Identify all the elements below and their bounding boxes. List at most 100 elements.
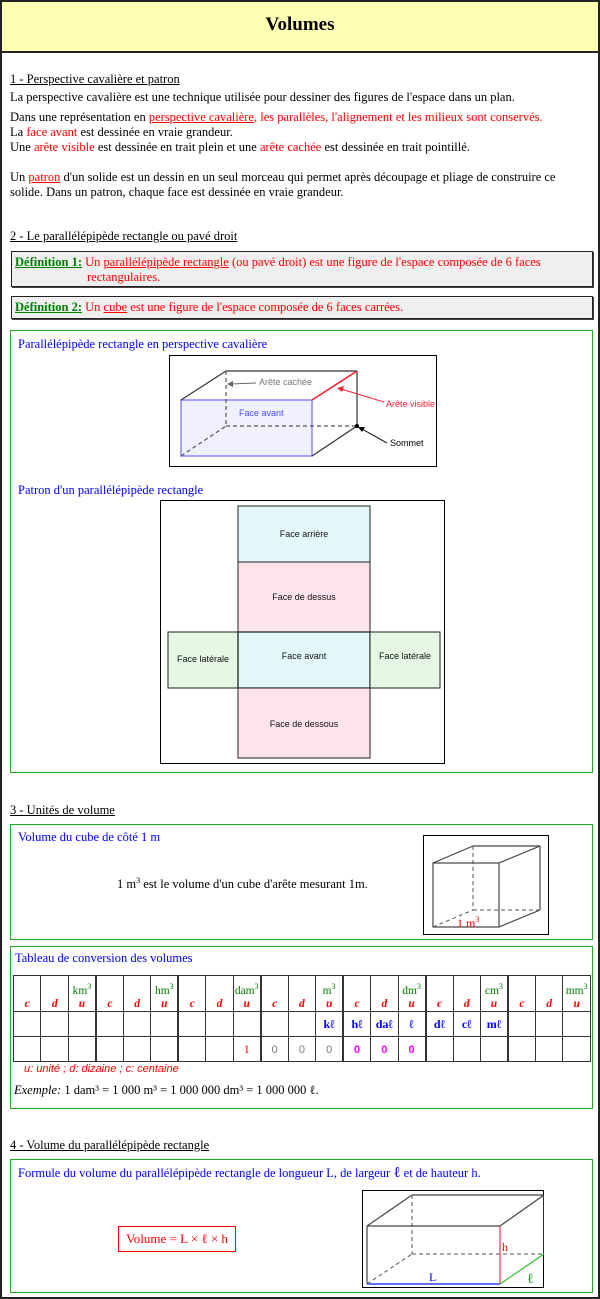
header-cell: d	[534, 975, 564, 1012]
superscript: 3	[416, 982, 421, 992]
digit-cell	[94, 1036, 124, 1062]
front-face	[432, 862, 500, 928]
digit-cell: 1	[232, 1036, 262, 1062]
perspective-cavaliere-link[interactable]: perspective cavalière	[148, 110, 254, 124]
digit-cell	[150, 1036, 179, 1062]
figure-frame	[362, 1190, 544, 1288]
vertex-label: Sommet	[390, 438, 424, 448]
place-letter: u	[243, 998, 250, 1010]
header-cell: c	[424, 975, 454, 1012]
text: , les parallèles, l'alignement et les mi…	[253, 110, 543, 124]
top-face-label: Face de dessus	[272, 592, 336, 602]
text: Dans une représentation en	[10, 110, 149, 124]
width-edge	[499, 1253, 544, 1285]
litre-cell	[67, 1011, 97, 1037]
digit-cell	[12, 1036, 42, 1062]
litre-cell: kℓ	[315, 1011, 344, 1037]
litre-cell	[287, 1011, 317, 1037]
cube-volume-label: 1 m3	[457, 915, 479, 930]
back-face	[237, 505, 371, 563]
digit-cell	[452, 1036, 481, 1062]
header-cell: c	[94, 975, 124, 1012]
text: est dessinée en vraie grandeur.	[77, 125, 233, 139]
visible-edge-label: Arête visible	[386, 399, 435, 409]
paragraph: Dans une représentation en perspective c…	[10, 110, 556, 125]
header-cell: d	[122, 975, 152, 1012]
digit-cell	[506, 1036, 536, 1062]
right-face	[369, 631, 441, 689]
paragraph: La perspective cavalière est une techniq…	[10, 90, 556, 105]
place-letter: d	[463, 998, 470, 1010]
header-cell: c	[177, 975, 207, 1012]
litre-cell: dℓ	[424, 1011, 454, 1037]
litre-cell	[232, 1011, 262, 1037]
bottom-face-label: Face de dessous	[270, 719, 339, 729]
page-title: Volumes	[265, 14, 335, 35]
paragraph: solide. Dans un patron, chaque face est …	[10, 185, 556, 200]
place-letter: u	[490, 998, 498, 1010]
section-1-heading: 1 - Perspective cavalière et patron	[10, 72, 180, 86]
text: arête visible	[33, 140, 95, 154]
unit-cube-title: Volume du cube de côté 1 m	[18, 830, 161, 844]
digit-cell	[177, 1036, 207, 1062]
left-face-label: Face latérale	[177, 654, 229, 664]
arrowhead	[358, 427, 365, 432]
visible-edge-arrow	[340, 388, 385, 403]
paragraph: Une arête visible est dessinée en trait …	[10, 140, 556, 155]
parallelepipede-link[interactable]: parallélépipède rectangle	[103, 255, 229, 269]
litre-cell: cℓ	[452, 1011, 481, 1037]
edge	[498, 909, 541, 928]
conversion-title: Tableau de conversion des volumes	[15, 951, 193, 965]
place-letter: d	[381, 998, 388, 1010]
text: La perspective cavalière est une techniq…	[10, 90, 515, 104]
litre-cell	[205, 1011, 234, 1037]
text: est le volume d'un cube d'arête mesurant…	[140, 877, 368, 892]
height-label: h	[502, 1240, 508, 1254]
unit-name: m3	[322, 982, 336, 997]
superscript: 3	[583, 982, 588, 992]
text: Une	[10, 140, 34, 154]
text: ℓ	[393, 1165, 401, 1181]
litre-cell	[12, 1011, 42, 1037]
header-cell: d	[370, 975, 399, 1012]
unit-name: dm3	[402, 982, 421, 997]
figure-frame	[423, 835, 549, 935]
edge	[432, 845, 474, 864]
litre-cell: mℓ	[479, 1011, 509, 1037]
digit-cell: 0	[370, 1036, 399, 1062]
place-letter: d	[299, 998, 305, 1010]
litre-cell	[177, 1011, 207, 1037]
litre-cell	[122, 1011, 152, 1037]
digit-cell: 0	[315, 1036, 344, 1062]
digit-cell	[122, 1036, 152, 1062]
patron-link[interactable]: patron	[28, 170, 61, 184]
cube-link[interactable]: cube	[103, 300, 128, 314]
place-letter: d	[134, 998, 140, 1010]
place-letter: c	[107, 998, 113, 1010]
hidden-edge	[432, 909, 474, 928]
net-title: Patron d'un parallélépipède rectangle	[18, 483, 204, 497]
text: et de hauteur h.	[400, 1166, 481, 1180]
unit-cube-box: Volume du cube de côté 1 m 1 m3 est le v…	[10, 824, 593, 940]
hidden-edge-label: Arête cachée	[259, 377, 312, 387]
length-label: L	[429, 1270, 436, 1284]
digit-cell: 0	[397, 1036, 427, 1062]
text: 1 m	[117, 877, 137, 892]
superscript: 3	[136, 876, 141, 885]
unit-cube-text: 1 m3 est le volume d'un cube d'arête mes…	[117, 876, 368, 892]
text: est une figure de l'espace composée de 6…	[127, 300, 404, 314]
litre-cell: ℓ	[397, 1011, 427, 1037]
place-letter: u	[408, 998, 415, 1010]
title-bar: Volumes	[2, 2, 598, 53]
volume-formula: Volume = L × ℓ × h	[118, 1226, 236, 1252]
text: face avant	[26, 125, 78, 139]
